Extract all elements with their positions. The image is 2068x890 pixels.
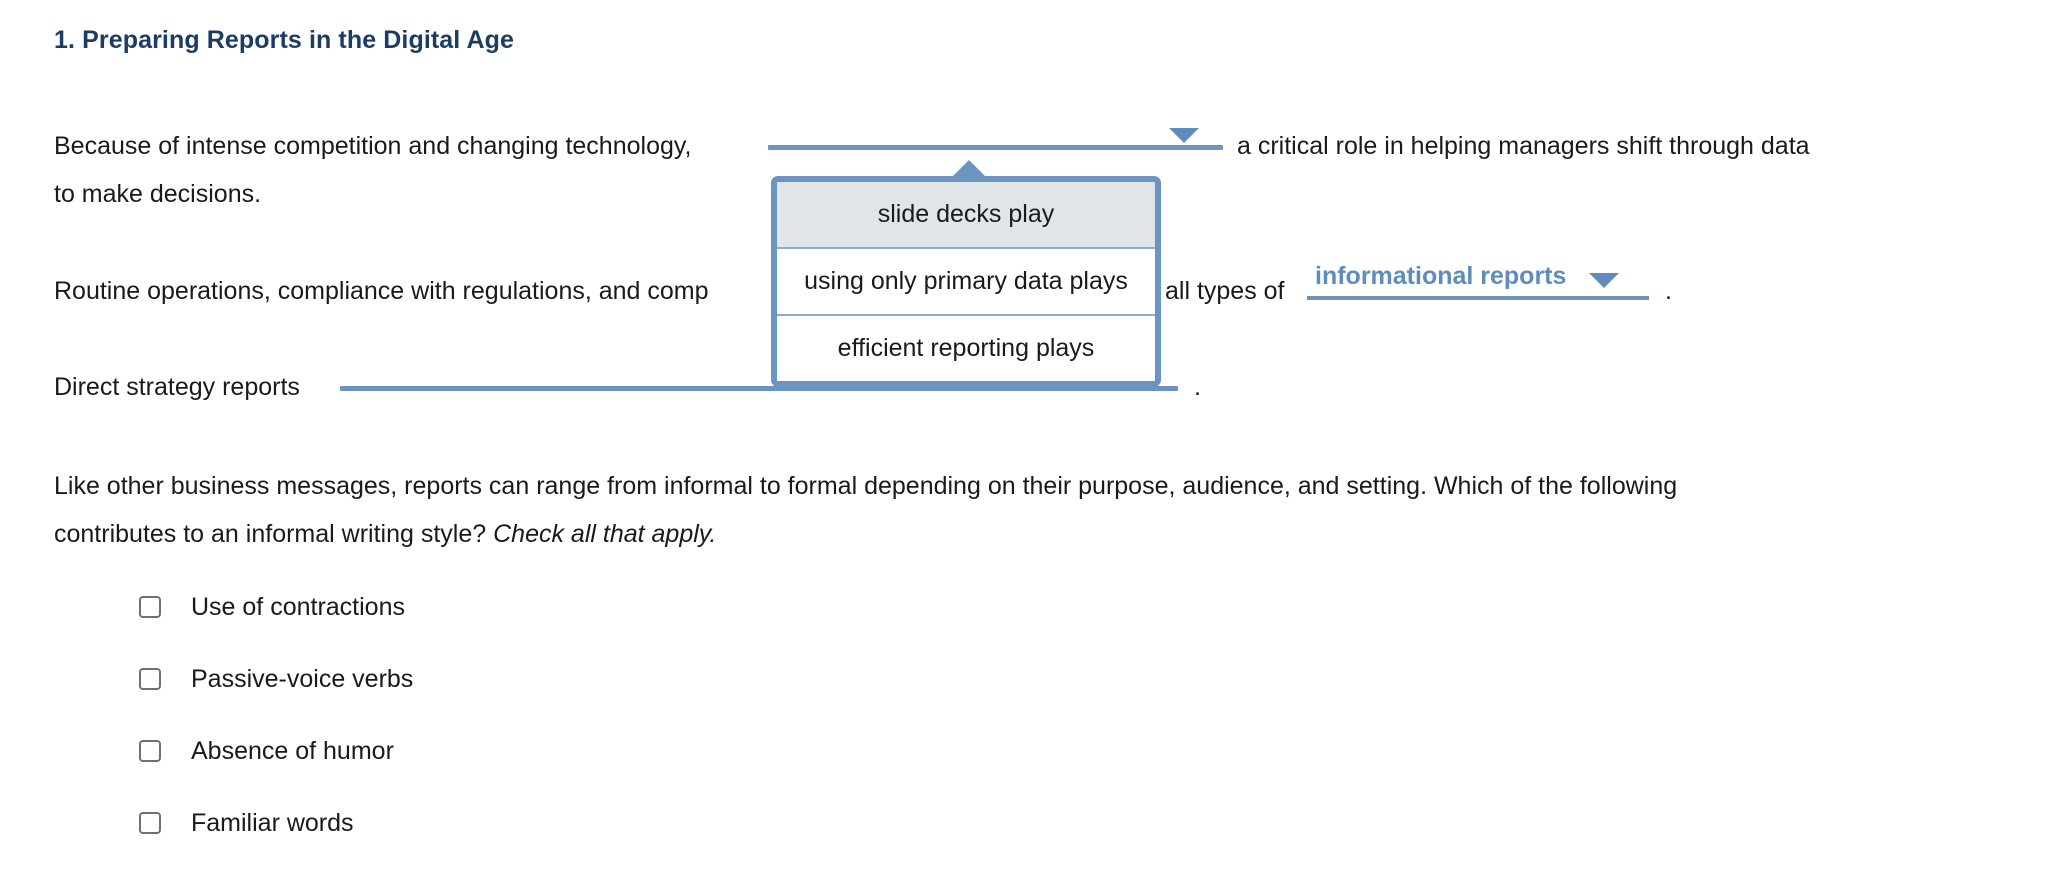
dropdown-option-efficient-reporting-plays[interactable]: efficient reporting plays (777, 316, 1155, 381)
instructions-line-2: contributes to an informal writing style… (54, 510, 716, 558)
checkbox-row-absence-of-humor[interactable]: Absence of humor (139, 736, 394, 766)
sentence-1-text-before: Because of intense competition and chang… (54, 132, 692, 160)
checkbox-familiar-words[interactable] (139, 812, 161, 834)
sentence-1-line-2: to make decisions. (54, 180, 262, 208)
dropdown-3-underline (340, 386, 1178, 391)
dropdown-option-using-only-primary-data-plays[interactable]: using only primary data plays (777, 249, 1155, 316)
sentence-3-text-before: Direct strategy reports (54, 373, 300, 401)
checkbox-label-use-of-contractions[interactable]: Use of contractions (191, 592, 405, 621)
sentence-3-period: . (1194, 373, 1201, 401)
checkbox-absence-of-humor[interactable] (139, 740, 161, 762)
dropdown-panel-pointer-icon (950, 160, 988, 179)
chevron-down-icon[interactable] (1589, 273, 1619, 288)
page-title: 1. Preparing Reports in the Digital Age (54, 26, 514, 54)
chevron-down-icon[interactable] (1169, 128, 1199, 143)
dropdown-2-underline (1307, 296, 1649, 300)
dropdown-2-informational-reports[interactable]: informational reports (1307, 262, 1649, 300)
checkbox-passive-voice-verbs[interactable] (139, 668, 161, 690)
checkbox-row-passive-voice-verbs[interactable]: Passive-voice verbs (139, 664, 413, 694)
dropdown-option-slide-decks-play[interactable]: slide decks play (777, 182, 1155, 249)
instructions-line-1: Like other business messages, reports ca… (54, 472, 1678, 500)
sentence-1-text-after: a critical role in helping managers shif… (1237, 132, 1810, 160)
sentence-2-text-before: Routine operations, compliance with regu… (54, 277, 709, 305)
dropdown-1[interactable] (768, 116, 1223, 150)
checkbox-label-absence-of-humor[interactable]: Absence of humor (191, 736, 394, 765)
instructions-line-2-prefix: contributes to an informal writing style… (54, 520, 487, 548)
checkbox-label-familiar-words[interactable]: Familiar words (191, 808, 354, 837)
checkbox-row-use-of-contractions[interactable]: Use of contractions (139, 592, 405, 622)
checkbox-label-passive-voice-verbs[interactable]: Passive-voice verbs (191, 664, 414, 693)
checkbox-row-familiar-words[interactable]: Familiar words (139, 808, 354, 838)
sentence-2-text-middle: all types of (1165, 277, 1285, 305)
checkbox-use-of-contractions[interactable] (139, 596, 161, 618)
instructions-check-all-that-apply: Check all that apply. (493, 520, 717, 548)
sentence-2-period: . (1665, 277, 1672, 305)
dropdown-1-options-panel[interactable]: slide decks play using only primary data… (771, 176, 1161, 387)
dropdown-1-underline (768, 145, 1223, 150)
dropdown-2-value: informational reports (1315, 262, 1567, 290)
